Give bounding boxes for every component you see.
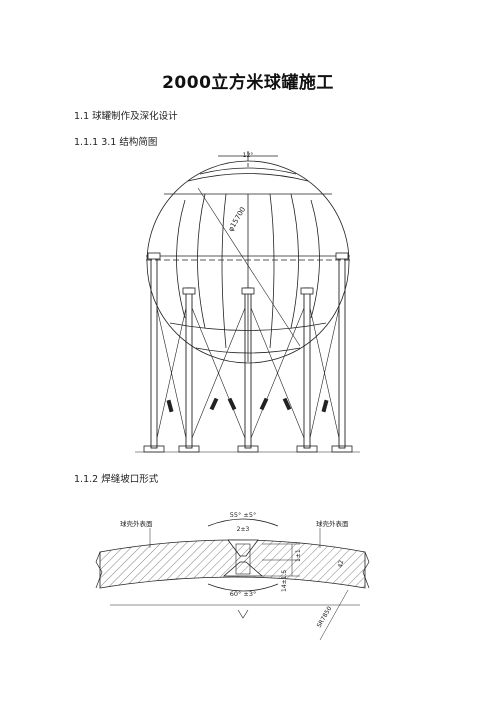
top-angle-label: 55° ±5°	[230, 511, 256, 519]
section-heading-1-1: 1.1 球罐制作及深化设计	[74, 111, 178, 122]
radius-label: SR7850	[316, 605, 334, 629]
bottom-angle-label: 60° ±3°	[230, 590, 256, 598]
dim-thickness-label: 42	[337, 559, 345, 568]
diameter-label: φ15700	[227, 206, 247, 233]
dim-small-label: 1±1	[295, 549, 302, 562]
angle-label: 12°	[243, 152, 254, 159]
section-heading-1-1-2: 1.1.2 焊缝坡口形式	[74, 474, 159, 485]
outer-surface-label-left: 球壳外表面	[120, 519, 153, 528]
top-gap-label: 2±3	[237, 526, 250, 533]
dim-mid-label: 14±1.5	[281, 570, 288, 592]
document-title: 2000立方米球罐施工	[162, 73, 334, 93]
outer-surface-label-right: 球壳外表面	[316, 519, 349, 528]
weld-groove-drawing: 55° ±5° 2±3 60° ±3° 球壳外表面 球壳外表面 1±1 14±1…	[95, 511, 370, 641]
spherical-tank-drawing: 12° φ15700	[135, 151, 360, 453]
section-heading-1-1-1: 1.1.1 3.1 结构简图	[74, 137, 158, 148]
